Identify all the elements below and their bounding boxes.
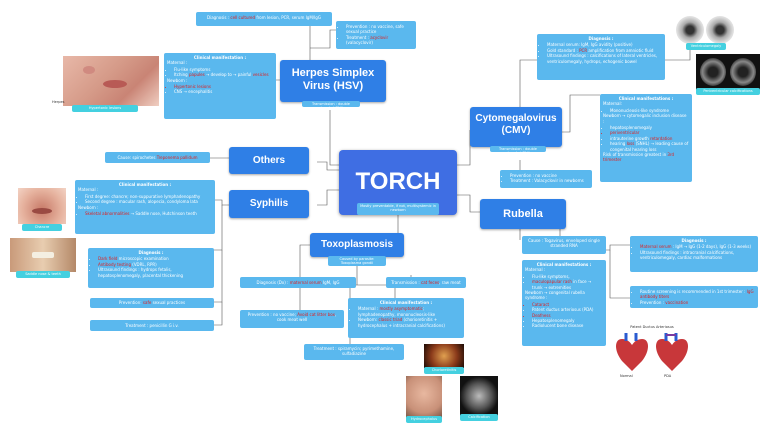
others-topic-node[interactable]: Others: [229, 147, 309, 174]
rubella-prevention-box: Routine screening is recommended in 1st …: [630, 286, 758, 308]
syphilis-chancre-caption: Chancre: [22, 224, 62, 231]
heart-illustration: [616, 333, 688, 371]
toxo-eye-photo: [424, 344, 464, 368]
toxo-prevention-box: Prevention : no vaccine; Avoid cat litte…: [240, 310, 344, 328]
cmv-diagnosis-box: Diagnosis : Maternal serum: IgM, IgG avi…: [537, 34, 665, 80]
syphilis-diagnosis-box: Diagnosis : Dark field microscopic exami…: [88, 248, 214, 288]
toxo-ct-photo: [460, 376, 498, 416]
cmv-subtitle: Transmission : double stranded DNA: [490, 146, 546, 155]
cmv-brain-photo-2: [706, 16, 734, 44]
toxo-ct-caption: Calcification: [460, 414, 498, 421]
toxo-clinical-box: Clinical manifestation : Maternal : most…: [348, 298, 464, 338]
cmv-prevention-box: Prevention : no vaccine Treatment : Vala…: [500, 170, 592, 188]
toxo-eye-caption: Chorioretinitis: [424, 367, 464, 374]
toxo-subtitle: Caused by parasite: Toxoplasma gondii: [328, 256, 386, 266]
hsv-topic-node[interactable]: Herpes Simplex Virus (HSV): [280, 60, 386, 102]
torch-subtitle: Mostly preventable, if not, multisystemi…: [357, 203, 439, 215]
hsv-diagnosis-box: Diagnosis : cell cultured from lesion, P…: [196, 12, 332, 26]
rubella-heart-label-normal: Normal: [620, 374, 633, 378]
syphilis-topic-node[interactable]: Syphilis: [229, 190, 309, 218]
cmv-clinical-box: Clinical manifestations : Maternal: Mono…: [600, 94, 692, 182]
rubella-diagnosis-box: Diagnosis : Maternal serum : IgM → IgG (…: [630, 236, 758, 272]
toxo-infant-photo: [406, 376, 442, 420]
hsv-subtitle: Transmission : double stranded DNA: [302, 101, 360, 110]
syphilis-treatment-box: Treatment : penicillin G i.v.: [90, 320, 214, 331]
cmv-ct-caption: Periventricular calcifications: [696, 88, 760, 95]
torch-title: TORCH: [355, 168, 441, 195]
toxo-treatment-box: Treatment : spiramycin; pyrimethamine, s…: [304, 344, 404, 360]
rubella-heart-title: Patent Ductus Arteriosus: [630, 325, 674, 329]
rubella-topic-node[interactable]: Rubella: [480, 199, 566, 229]
hsv-photo-caption: Hypertonic lesions: [72, 105, 138, 112]
toxo-diagnosis-box: Diagnosis (Dx) : maternal serum IgM, IgG: [240, 277, 356, 288]
hsv-photo-side-label: Herpes: [52, 100, 65, 104]
rubella-clinical-box: Clinical manifestations : Maternal : Flu…: [522, 260, 606, 346]
hsv-lesion-photo: [63, 56, 159, 106]
rubella-cause-box: Cause : Togavirus, enveloped single stra…: [522, 236, 606, 254]
cmv-topic-node[interactable]: Cytomegalovirus (CMV): [470, 107, 562, 147]
syphilis-clinical-box: Clinical manifestation : Maternal : Firs…: [75, 180, 215, 234]
rubella-heart-diagram: [612, 331, 692, 375]
syphilis-chancre-photo: [18, 188, 66, 224]
cmv-brain-photo-1: [676, 16, 704, 44]
cmv-brain-caption-1: Ventriculomegaly: [686, 43, 726, 50]
toxo-topic-node[interactable]: Toxoplasmosis: [310, 233, 404, 257]
hsv-clinical-box: Clinical manifestation : Maternal : Flu-…: [164, 53, 276, 119]
toxo-infant-caption: Hydrocephalus: [406, 416, 442, 423]
cmv-ct-photo: [696, 54, 760, 90]
syphilis-prevention-box: Prevention: safe sexual practices: [90, 298, 214, 308]
rubella-heart-label-pda: PDA: [664, 374, 672, 378]
toxo-transmission-box: Transmission : cat feces, raw meat: [386, 277, 466, 288]
syphilis-teeth-photo: [10, 238, 76, 272]
hsv-prevention-box: Prevention : no vaccine, safe sexual pra…: [336, 21, 416, 49]
syphilis-teeth-caption: Saddle nose & teeth: [16, 271, 70, 278]
others-cause-box: Cause: spirochetes Treponema pallidum: [105, 152, 210, 163]
